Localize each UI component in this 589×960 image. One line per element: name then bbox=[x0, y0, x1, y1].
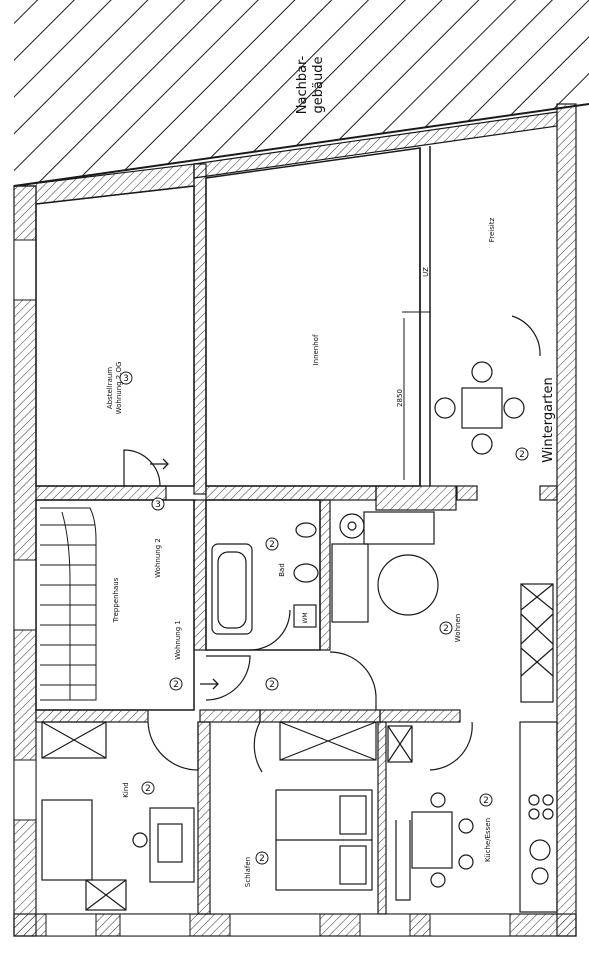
room-labels: Abstellraum Wohnung 2.OG Innenhof Freisi… bbox=[106, 217, 556, 887]
svg-text:3: 3 bbox=[155, 500, 161, 510]
label-schlafen: Schlafen bbox=[244, 857, 252, 887]
marker-kueche: 2 bbox=[479, 793, 493, 807]
svg-text:2: 2 bbox=[443, 624, 449, 634]
svg-text:2: 2 bbox=[259, 854, 265, 864]
circle-markers: 3 3 2 2 2 2 2 2 2 2 bbox=[119, 371, 529, 865]
label-abstellraum-2: Wohnung 2.OG bbox=[115, 362, 123, 415]
label-freisitz: Freisitz bbox=[488, 217, 496, 242]
direction-arrows bbox=[150, 458, 219, 690]
svg-text:3: 3 bbox=[123, 374, 129, 384]
schlafen-furniture bbox=[275, 721, 377, 891]
label-wm: WM bbox=[302, 612, 309, 623]
marker-kind: 2 bbox=[141, 781, 155, 795]
label-kueche-essen: Küche/Essen bbox=[484, 818, 492, 862]
marker-wohnung-2: 3 bbox=[151, 497, 165, 511]
living-furniture bbox=[331, 511, 554, 703]
marker-schlafen: 2 bbox=[255, 851, 269, 865]
stairs bbox=[40, 507, 97, 701]
label-abstellraum-1: Abstellraum bbox=[106, 367, 114, 409]
dimension-2850: 2850 bbox=[396, 389, 404, 407]
label-innenhof: Innenhof bbox=[312, 334, 320, 365]
label-treppenhaus: Treppenhaus bbox=[112, 577, 120, 623]
marker-wohnung-1: 2 bbox=[169, 677, 183, 691]
label-wohnung-2: Wohnung 2 bbox=[154, 538, 162, 578]
marker-flur: 2 bbox=[265, 677, 279, 691]
marker-abstellraum: 3 bbox=[119, 371, 133, 385]
svg-text:2: 2 bbox=[269, 680, 275, 690]
label-bad: Bad bbox=[278, 563, 286, 577]
marker-bad: 2 bbox=[265, 537, 279, 551]
svg-text:2: 2 bbox=[145, 784, 151, 794]
svg-text:2: 2 bbox=[519, 450, 525, 460]
neighbor-building: Nachbar- gebäude bbox=[13, 0, 589, 187]
neighbor-label-1: Nachbar- bbox=[295, 55, 310, 114]
kind-furniture bbox=[41, 721, 195, 911]
marker-wintergarten: 2 bbox=[515, 447, 529, 461]
kueche-furniture bbox=[387, 721, 558, 913]
windows bbox=[13, 239, 511, 937]
interior-walls bbox=[35, 163, 558, 915]
marker-wohnen: 2 bbox=[439, 621, 453, 635]
label-wohnung-1: Wohnung 1 bbox=[174, 620, 182, 660]
label-wintergarten: Wintergarten bbox=[541, 377, 556, 463]
doors bbox=[123, 315, 541, 773]
room-outlines bbox=[35, 146, 431, 711]
dimension-uz: UZ bbox=[422, 267, 430, 277]
label-wohnen: Wohnen bbox=[454, 614, 462, 642]
svg-text:2: 2 bbox=[269, 540, 275, 550]
svg-text:2: 2 bbox=[173, 680, 179, 690]
wintergarten-furniture bbox=[434, 361, 525, 455]
label-kind: Kind bbox=[122, 782, 130, 797]
neighbor-label-2: gebäude bbox=[311, 57, 326, 114]
svg-text:2: 2 bbox=[483, 796, 489, 806]
bath-fixtures bbox=[211, 522, 319, 635]
